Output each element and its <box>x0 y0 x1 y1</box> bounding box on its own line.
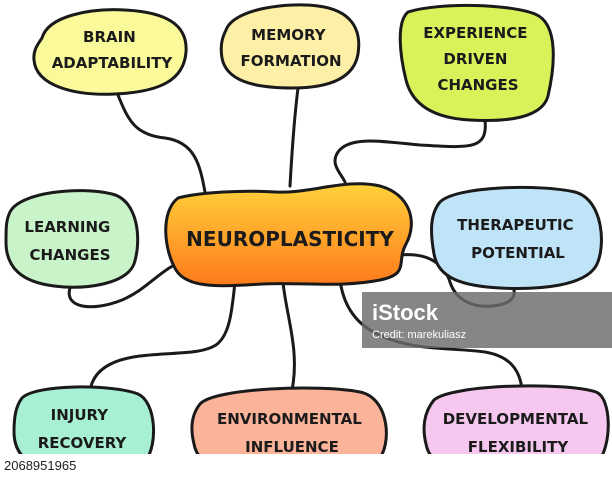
memory-formation-line-1: MEMORY <box>251 26 327 44</box>
brain-adaptability-line-2: ADAPTABILITY <box>52 54 174 72</box>
connector-memory-formation <box>288 86 300 188</box>
injury-recovery-label: INJURY RECOVERY <box>38 406 128 452</box>
injury-recovery-line-2: RECOVERY <box>38 434 128 452</box>
node-memory-formation-shape <box>219 3 361 90</box>
experience-driven-changes-label: EXPERIENCE DRIVEN CHANGES <box>423 24 532 94</box>
image-id-strip: 2068951965 <box>0 454 612 480</box>
connector-learning-changes <box>67 256 192 309</box>
image-id: 2068951965 <box>4 458 77 473</box>
experience-driven-changes-line-3: CHANGES <box>437 76 518 94</box>
memory-formation-line-2: FORMATION <box>240 52 341 70</box>
experience-driven-changes-line-1: EXPERIENCE <box>423 24 527 42</box>
developmental-flexibility-label: DEVELOPMENTAL FLEXIBILITY <box>443 410 594 456</box>
node-learning-changes-shape <box>4 189 140 289</box>
node-therapeutic-potential: THERAPEUTIC POTENTIAL <box>430 185 603 290</box>
developmental-flexibility-line-1: DEVELOPMENTAL <box>443 410 589 428</box>
watermark-credit: Credit: marekuliasz <box>372 329 466 341</box>
environmental-influence-line-2: INFLUENCE <box>245 438 339 456</box>
node-brain-adaptability: BRAIN ADAPTABILITY <box>32 8 188 96</box>
node-experience-driven-changes: EXPERIENCE DRIVEN CHANGES <box>398 3 555 122</box>
center-node: NEUROPLASTICITY <box>164 182 413 288</box>
developmental-flexibility-line-2: FLEXIBILITY <box>468 438 570 456</box>
node-learning-changes: LEARNING CHANGES <box>4 189 140 289</box>
connector-environmental-influence <box>281 280 296 392</box>
node-experience-driven-changes-shape <box>398 3 555 122</box>
environmental-influence-label: ENVIRONMENTAL INFLUENCE <box>217 410 367 456</box>
watermark-background <box>362 292 612 348</box>
learning-changes-label: LEARNING CHANGES <box>24 218 115 264</box>
watermark-brand: iStock <box>372 300 439 325</box>
connector-brain-adaptability <box>116 93 207 194</box>
connector-injury-recovery <box>88 280 237 394</box>
node-memory-formation: MEMORY FORMATION <box>219 3 361 90</box>
injury-recovery-line-1: INJURY <box>51 406 110 424</box>
therapeutic-potential-line-2: POTENTIAL <box>471 244 565 262</box>
learning-changes-line-2: CHANGES <box>29 246 110 264</box>
node-therapeutic-potential-shape <box>430 185 603 290</box>
brain-adaptability-line-1: BRAIN <box>83 28 136 46</box>
environmental-influence-line-1: ENVIRONMENTAL <box>217 410 362 428</box>
therapeutic-potential-line-1: THERAPEUTIC <box>457 216 573 234</box>
center-label: NEUROPLASTICITY <box>186 227 394 251</box>
istock-watermark: iStock Credit: marekuliasz <box>362 292 612 348</box>
node-brain-adaptability-shape <box>32 8 188 96</box>
brain-adaptability-label: BRAIN ADAPTABILITY <box>52 28 174 72</box>
therapeutic-potential-label: THERAPEUTIC POTENTIAL <box>457 216 579 262</box>
experience-driven-changes-line-2: DRIVEN <box>443 50 507 68</box>
memory-formation-label: MEMORY FORMATION <box>240 26 341 70</box>
node-injury-recovery: INJURY RECOVERY <box>12 385 156 476</box>
connector-experience-driven-changes <box>333 118 487 184</box>
learning-changes-line-1: LEARNING <box>24 218 110 236</box>
center-blob <box>164 182 413 288</box>
